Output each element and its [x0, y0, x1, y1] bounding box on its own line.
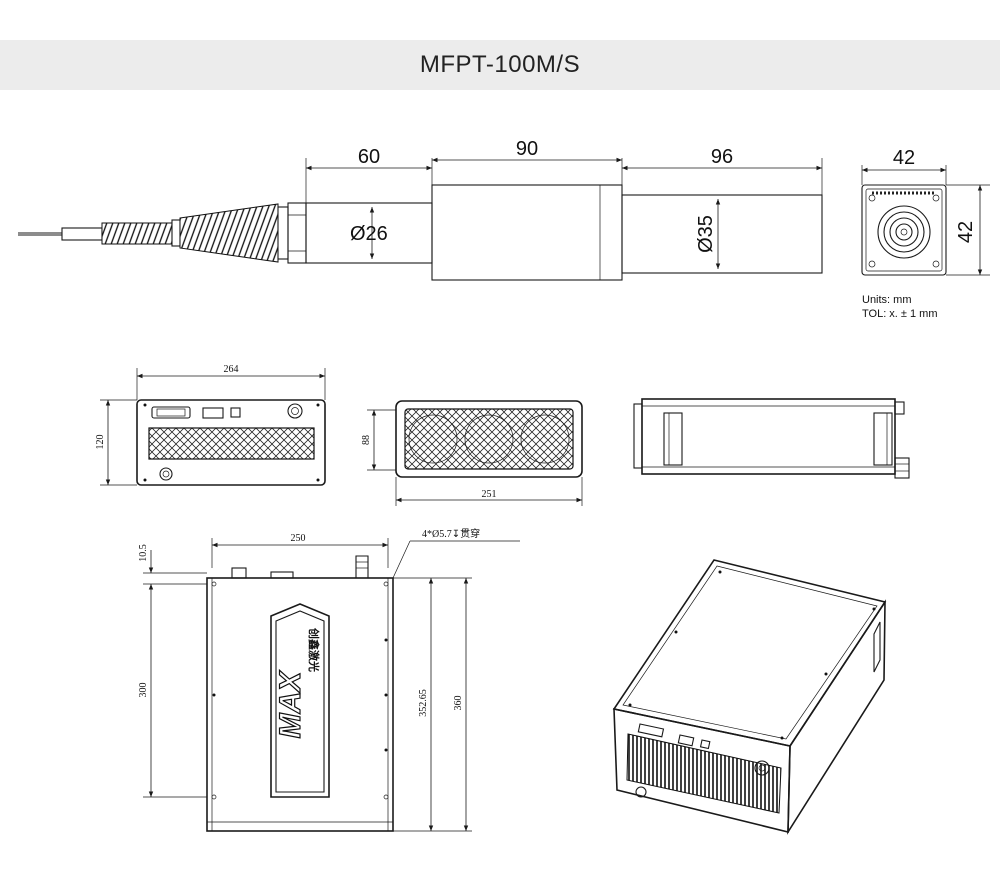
dim-top-width: 250: [291, 533, 306, 544]
dim-90: 90: [516, 138, 538, 160]
laser-head-side-view: 60 90 96 Ø26 Ø35: [18, 138, 823, 281]
dim-back-width: 251: [482, 489, 497, 500]
front-panel-view: 264 120: [95, 364, 326, 486]
dim-front-height: 120: [95, 435, 106, 450]
dim-60: 60: [358, 146, 380, 168]
rear-panel-view: 251 88: [361, 400, 583, 506]
dim-back-height: 88: [361, 435, 372, 445]
dim-diameter-35: Ø35: [695, 215, 717, 253]
dim-diameter-26: Ø26: [350, 223, 388, 245]
brand-logo: MAX: [274, 670, 307, 739]
isometric-view: [612, 559, 887, 835]
dim-front-width: 264: [224, 364, 239, 375]
dim-top-offset: 10.5: [138, 544, 149, 562]
dim-end-width: 42: [893, 147, 915, 169]
title-bar: MFPT-100M/S: [0, 40, 1000, 90]
page-title: MFPT-100M/S: [419, 51, 581, 78]
hole-note: 4*Ø5.7↧贯穿: [422, 527, 480, 540]
laser-head-end-view: 42 42 Units: mm TOL: x. ± 1 mm: [861, 147, 990, 320]
tolerance-note: TOL: x. ± 1 mm: [862, 308, 938, 320]
dim-352-65: 352.65: [418, 689, 429, 717]
brand-chinese: 创鑫激光: [307, 627, 321, 672]
dim-360: 360: [453, 696, 464, 711]
dim-end-height: 42: [955, 221, 977, 243]
side-panel-view: [633, 398, 910, 479]
dim-96: 96: [711, 146, 733, 168]
units-note: Units: mm: [862, 294, 912, 306]
dim-300: 300: [138, 683, 149, 698]
top-view: MAX 创鑫激光 250 4*Ø5.7↧贯穿 10.5 300 352.65 3…: [138, 527, 520, 832]
